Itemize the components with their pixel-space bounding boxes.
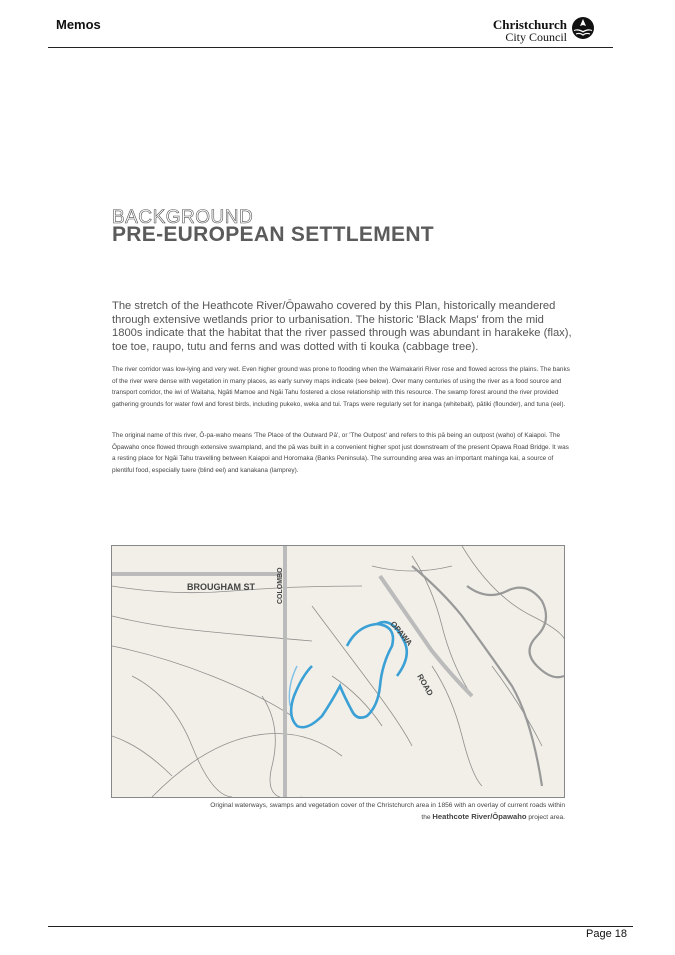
logo-name-line2: City Council (505, 29, 567, 44)
footer-divider (48, 926, 633, 927)
christchurch-emblem-icon (571, 16, 595, 45)
map-label-brougham: BROUGHAM ST (187, 582, 255, 592)
map-caption-text: Original waterways, swamps and vegetatio… (210, 802, 565, 821)
section-kicker: BACKGROUND (112, 207, 254, 229)
body-paragraph-2: The original name of this river, Ō-pa-wa… (112, 432, 569, 474)
historic-black-map: BROUGHAM ST COLOMBO OPAWA ROAD (111, 545, 565, 798)
header-divider (48, 47, 613, 48)
map-label-colombo: COLOMBO (277, 567, 284, 604)
map-caption-suffix: project area. (528, 814, 565, 821)
section-heading: PRE-EUROPEAN SETTLEMENT (112, 223, 434, 246)
map-caption: Original waterways, swamps and vegetatio… (200, 800, 565, 823)
page-number: Page 18 (586, 928, 627, 940)
document-title: Memos (56, 17, 101, 32)
logo-name-line1: Christchurch (492, 16, 567, 32)
council-logo: Christchurch City Council (493, 16, 595, 45)
lead-paragraph: The stretch of the Heathcote River/Ōpawa… (112, 300, 572, 353)
body-paragraph-1: The river corridor was low-lying and ver… (112, 366, 570, 408)
map-caption-strong: Heathcote River/Ōpawaho (432, 812, 527, 821)
map-label-road: ROAD (415, 673, 435, 698)
